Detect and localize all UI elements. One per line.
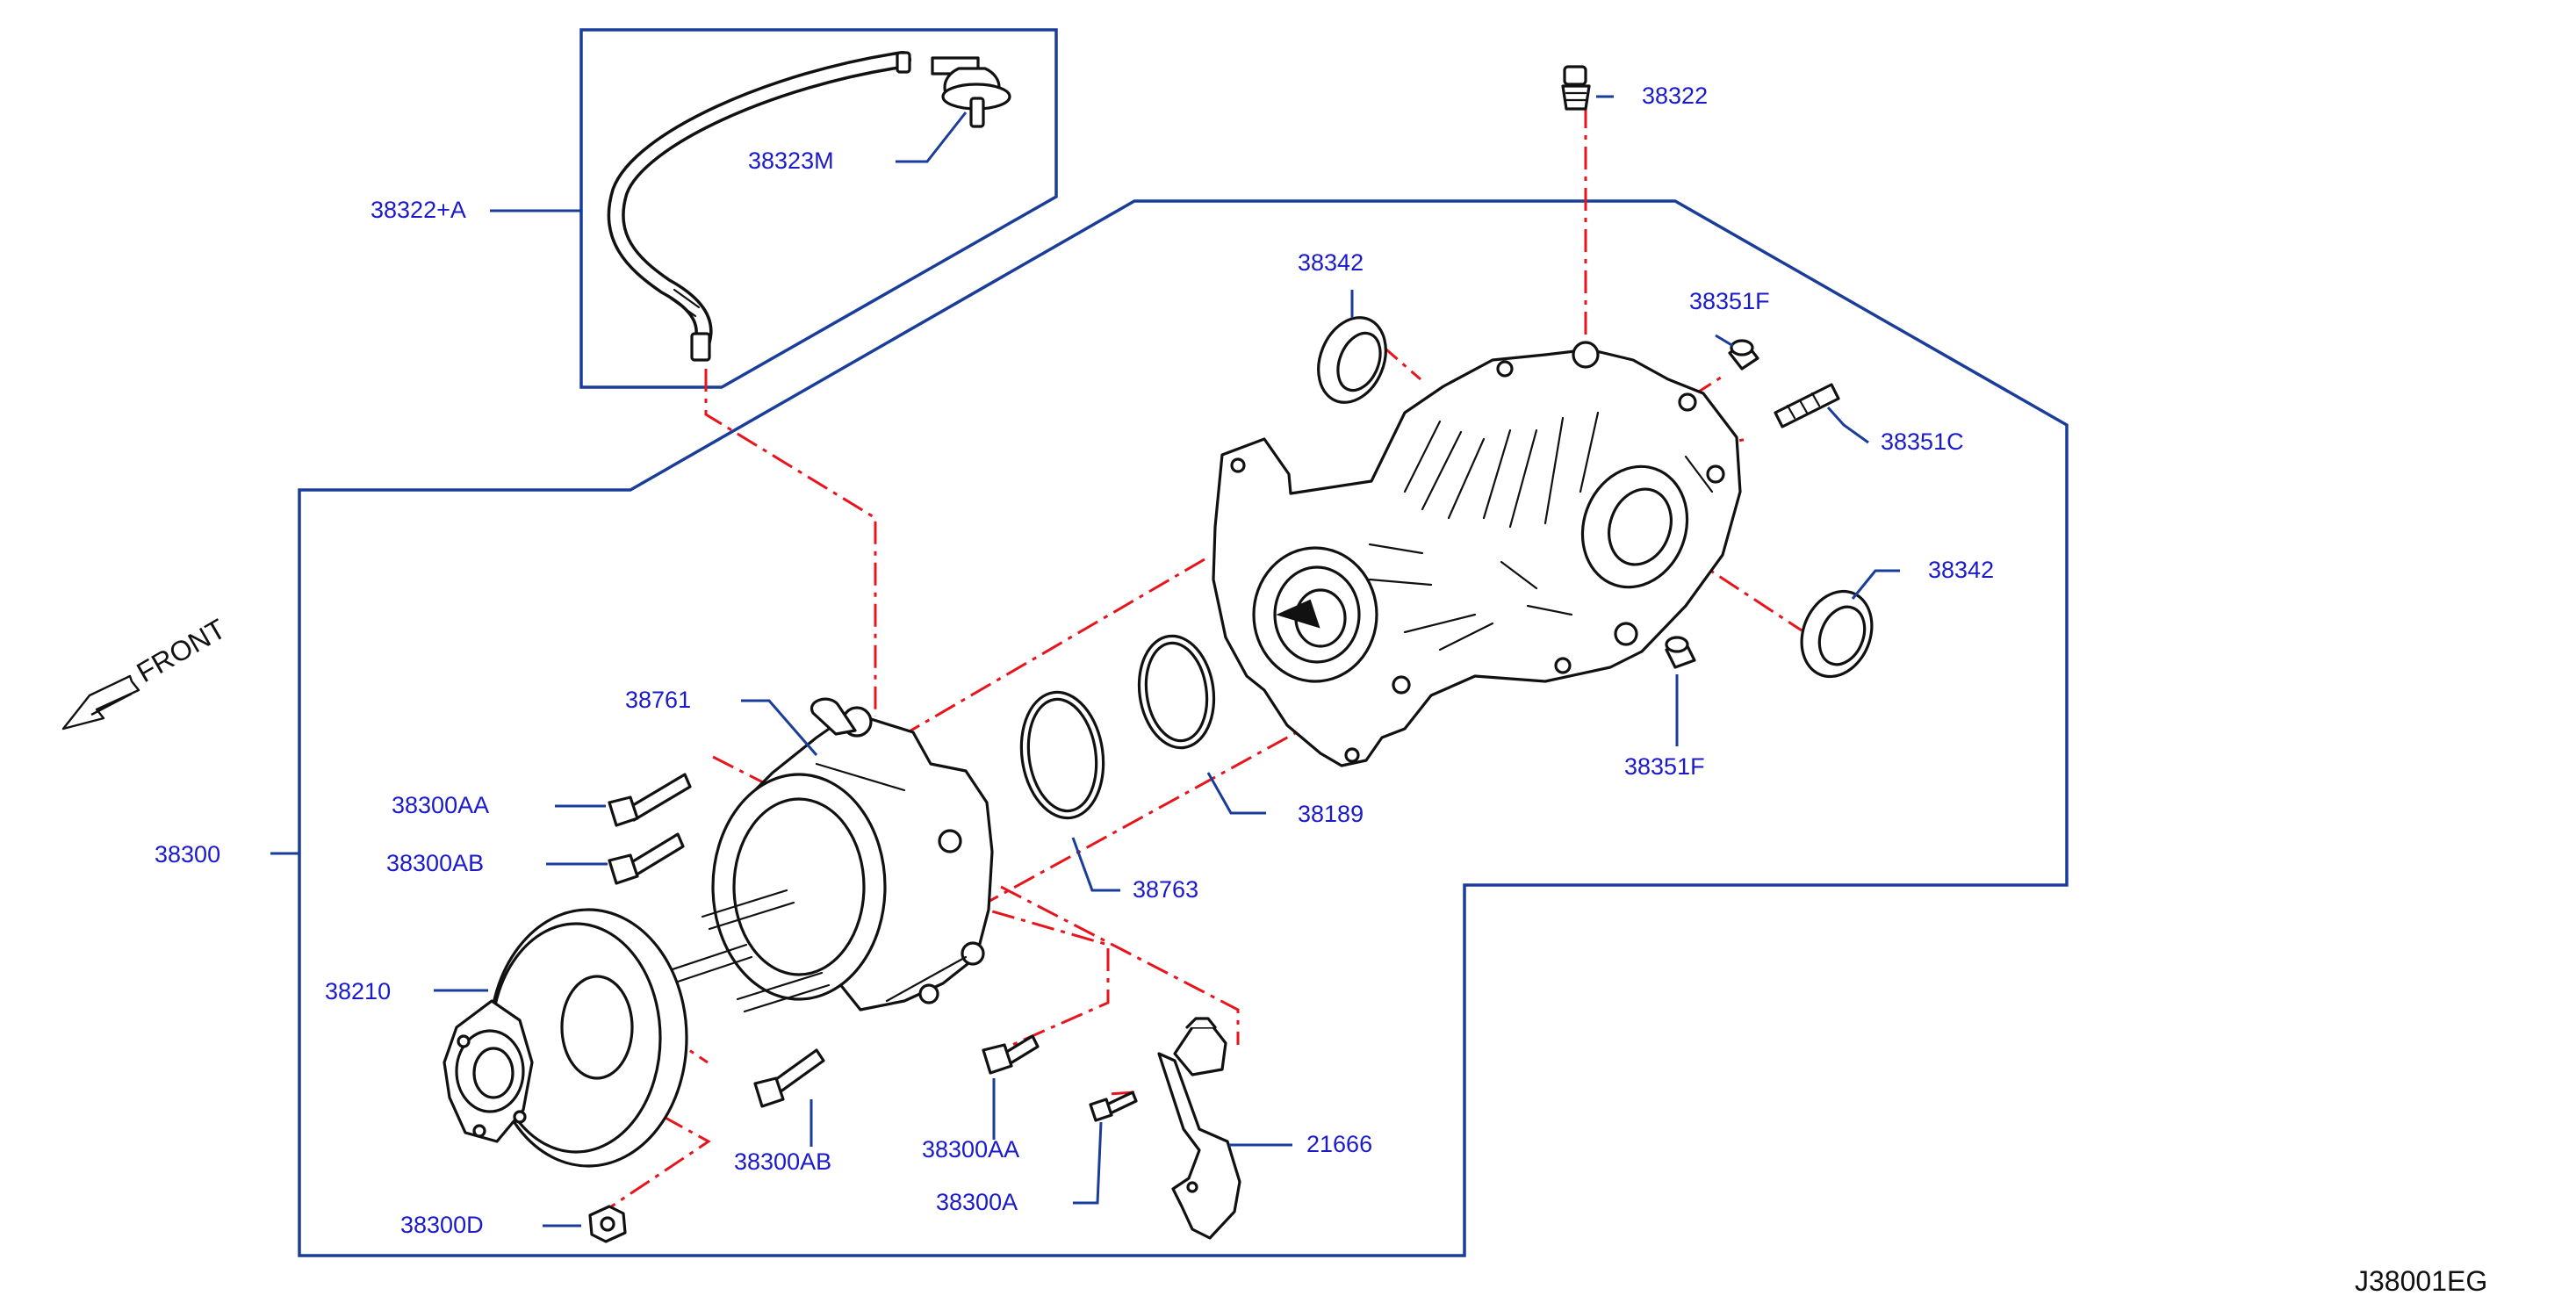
breather-group-frame bbox=[579, 28, 1058, 389]
callout-38322-plus-A: 38322+A bbox=[371, 197, 466, 223]
bolt-38300AB-left bbox=[608, 832, 685, 885]
callout-38763: 38763 bbox=[1133, 876, 1198, 903]
bolt-38300AA-bottom bbox=[982, 1034, 1040, 1075]
bolt-38300A bbox=[1089, 1091, 1138, 1122]
differential-carrier bbox=[1212, 341, 1742, 767]
coupling-housing bbox=[711, 697, 994, 1011]
callout-38189: 38189 bbox=[1298, 801, 1364, 827]
front-direction-label: FRONT bbox=[132, 613, 231, 688]
callout-38300AA-bottom: 38300AA bbox=[922, 1136, 1019, 1163]
callout-38210: 38210 bbox=[325, 978, 391, 1004]
companion-flange-38210 bbox=[443, 908, 688, 1168]
breather-hose bbox=[607, 51, 911, 362]
front-arrow-icon bbox=[61, 674, 140, 731]
breather-plug-38322 bbox=[1561, 65, 1591, 111]
callout-38761: 38761 bbox=[625, 687, 691, 713]
o-ring-38763 bbox=[1019, 690, 1105, 820]
callout-38300D: 38300D bbox=[400, 1212, 484, 1238]
dowel-38351F-bottom bbox=[1665, 636, 1696, 669]
housing-studs bbox=[666, 889, 831, 1013]
callout-38351C: 38351C bbox=[1881, 428, 1964, 455]
callout-38300: 38300 bbox=[155, 841, 220, 867]
callout-38323M: 38323M bbox=[748, 148, 834, 174]
diagram-code: J38001EG bbox=[2355, 1265, 2487, 1297]
bolt-38300AA-left bbox=[608, 773, 692, 827]
callout-38342-right: 38342 bbox=[1928, 557, 1994, 583]
leader-lines bbox=[270, 95, 1900, 1227]
dowel-38351F-top bbox=[1728, 339, 1759, 371]
callout-38342-top: 38342 bbox=[1298, 249, 1364, 276]
callout-38322: 38322 bbox=[1642, 83, 1708, 109]
callout-38300AB-left: 38300AB bbox=[386, 850, 484, 876]
stud-38351C bbox=[1774, 383, 1840, 428]
assembly-group-frame bbox=[298, 199, 2069, 1257]
nut-38300D bbox=[588, 1205, 627, 1243]
side-oil-seal-right bbox=[1800, 589, 1874, 679]
callout-38351F-bottom: 38351F bbox=[1624, 753, 1705, 780]
callout-38300AA-left: 38300AA bbox=[392, 792, 489, 818]
callout-38351F-top: 38351F bbox=[1689, 288, 1770, 314]
breather-cap bbox=[931, 56, 1011, 128]
harness-bracket-21666 bbox=[1157, 1017, 1241, 1240]
o-ring-38189 bbox=[1137, 634, 1216, 750]
callout-38300A: 38300A bbox=[936, 1189, 1018, 1215]
callout-21666: 21666 bbox=[1306, 1131, 1372, 1157]
callout-38300AB-bottom: 38300AB bbox=[734, 1148, 831, 1175]
side-oil-seal-left bbox=[1317, 316, 1387, 404]
bolt-38300AB-bottom bbox=[753, 1048, 825, 1108]
